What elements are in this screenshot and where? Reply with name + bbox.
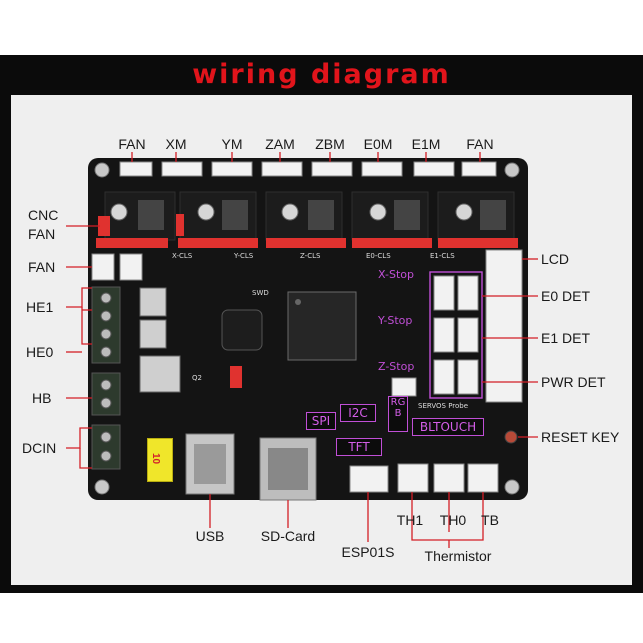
capacitor-5 — [455, 203, 473, 221]
page-title: wiring diagram — [192, 59, 451, 90]
connector-th1 — [397, 463, 429, 493]
silk-y-cls: Y-CLS — [234, 252, 254, 260]
silk-servos-probe: SERVOS Probe — [418, 402, 469, 410]
label-cnc-fan: FAN — [28, 226, 56, 242]
overlay-bltouch: BLTOUCH — [412, 418, 484, 436]
label-e1m: E1M — [411, 136, 441, 152]
red-jumper-strip — [96, 214, 518, 388]
connector-zbm — [311, 161, 353, 177]
top-connector-row — [119, 161, 497, 177]
right-connectors — [391, 249, 523, 403]
overlay-i2c: I2C — [340, 404, 376, 422]
silk-e1-cls: E1-CLS — [430, 252, 455, 260]
silk-e0-cls: E0-CLS — [366, 252, 391, 260]
capacitor-2 — [197, 203, 215, 221]
terminal-hb — [91, 372, 121, 416]
overlay-spi: SPI — [306, 412, 336, 430]
connector-e1m — [413, 161, 455, 177]
label-dcin: DCIN — [22, 440, 57, 456]
capacitor-4 — [369, 203, 387, 221]
connector-zam — [261, 161, 303, 177]
label-usb: USB — [195, 528, 225, 544]
overlay-x-stop: X-Stop — [378, 268, 414, 281]
overlay-rgb: RGB — [388, 396, 408, 432]
label-fan-top-left: FAN — [118, 136, 146, 152]
reset-button — [504, 430, 518, 444]
driver-sockets — [104, 191, 515, 241]
bottom-connectors — [349, 463, 499, 493]
connector-fan-left-2 — [119, 253, 143, 281]
silk-x-cls: X-CLS — [172, 252, 193, 260]
label-e1-det: E1 DET — [541, 330, 591, 346]
overlay-z-stop: Z-Stop — [378, 360, 415, 373]
label-he0: HE0 — [26, 344, 54, 360]
connector-fan-left — [91, 253, 115, 281]
label-th0: TH0 — [439, 512, 467, 528]
mosfets — [139, 287, 181, 393]
mount-hole-bottom-right — [504, 479, 520, 495]
label-zam: ZAM — [265, 136, 295, 152]
connector-ym — [211, 161, 253, 177]
label-ym: YM — [221, 136, 243, 152]
label-pwr-det: PWR DET — [541, 374, 606, 390]
inductor — [221, 309, 263, 351]
mount-hole-top-left — [94, 162, 110, 178]
silk-z-cls: Z-CLS — [300, 252, 321, 260]
label-th1: TH1 — [396, 512, 424, 528]
label-zbm: ZBM — [315, 136, 345, 152]
label-hb: HB — [32, 390, 52, 406]
label-fan-top-right: FAN — [466, 136, 494, 152]
connector-tb — [467, 463, 499, 493]
title-bar — [0, 55, 643, 95]
label-sd-card: SD-Card — [260, 528, 316, 544]
label-lcd: LCD — [541, 251, 570, 267]
label-cnc: CNC — [28, 207, 59, 223]
silk-swd: SWD — [252, 289, 269, 297]
overlay-y-stop: Y-Stop — [378, 314, 413, 327]
silk-q2: Q2 — [192, 374, 202, 382]
label-e0-det: E0 DET — [541, 288, 591, 304]
label-tb: TB — [481, 512, 499, 528]
label-fan-left: FAN — [28, 259, 56, 275]
connector-esp01s — [349, 465, 389, 493]
mount-hole-top-right — [504, 162, 520, 178]
label-thermistor: Thermistor — [424, 548, 492, 564]
bottom-frame-bar — [0, 585, 643, 593]
connector-lcd — [485, 249, 523, 403]
left-frame-bar — [0, 95, 11, 585]
terminal-blocks — [91, 286, 121, 470]
label-xm: XM — [165, 136, 187, 152]
label-e0m: E0M — [363, 136, 393, 152]
capacitor-3 — [281, 203, 299, 221]
connector-xm — [161, 161, 203, 177]
label-esp01s: ESP01S — [341, 544, 395, 560]
leader-lines — [66, 152, 538, 548]
fuse-label: 10 — [150, 452, 162, 465]
connector-fan-top-right — [461, 161, 497, 177]
connector-th0 — [433, 463, 465, 493]
overlay-tft: TFT — [336, 438, 382, 456]
right-frame-bar — [632, 95, 643, 585]
mount-hole-bottom-left — [94, 479, 110, 495]
fuse: 10 — [147, 438, 173, 482]
det-bracket — [429, 271, 483, 399]
label-reset-key: RESET KEY — [541, 429, 620, 445]
connector-e0m — [361, 161, 403, 177]
label-he1: HE1 — [26, 299, 54, 315]
capacitor-1 — [110, 203, 128, 221]
connector-fan-top-left — [119, 161, 153, 177]
